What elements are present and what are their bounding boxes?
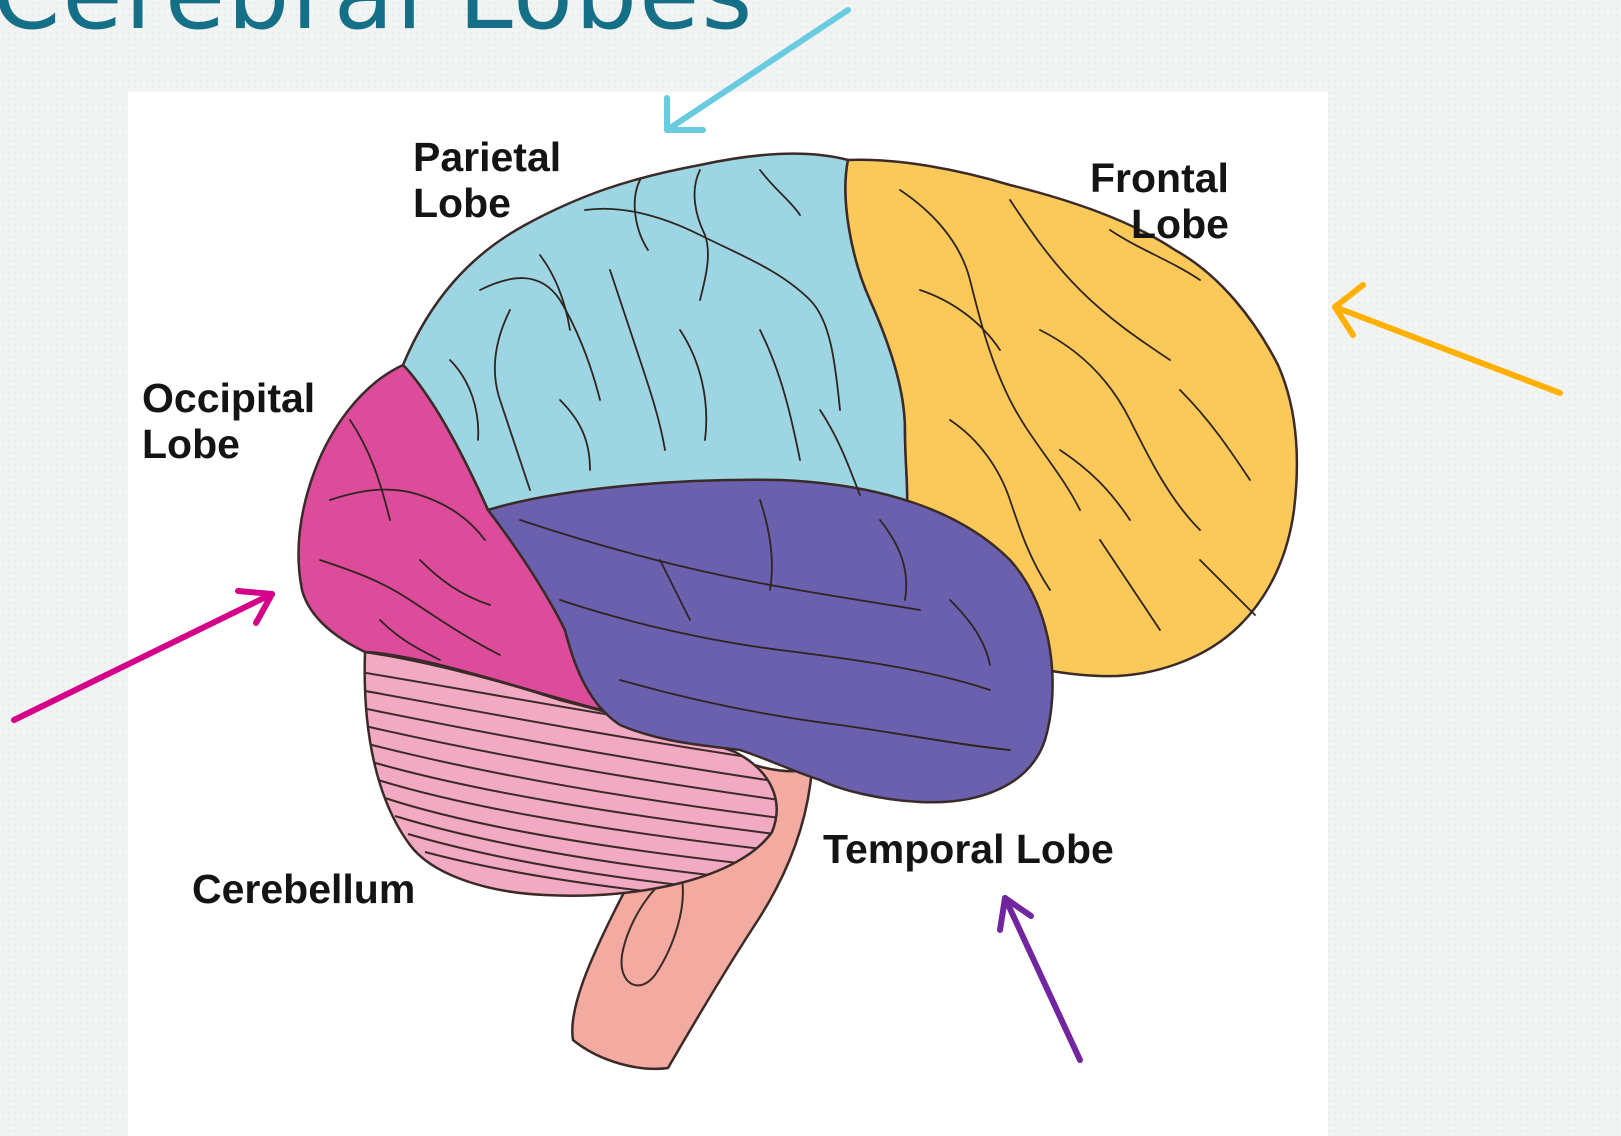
cerebellum-label: Cerebellum [192,866,415,912]
frontal-arrow [1335,285,1560,393]
frontal-label-line-2: Lobe [1090,201,1229,247]
occipital-arrow [14,591,272,720]
parietal-label-line-1: Parietal [413,134,561,180]
parietal-arrow [667,10,848,130]
temporal-arrow [1000,898,1080,1060]
frontal-label-line-1: Frontal [1090,155,1229,201]
frontal-lobe-label: Frontal Lobe [1090,155,1229,247]
occipital-label-line-2: Lobe [142,421,315,467]
parietal-label-line-2: Lobe [413,180,561,226]
parietal-lobe-label: Parietal Lobe [413,134,561,226]
temporal-lobe-label: Temporal Lobe [823,826,1114,872]
occipital-lobe-label: Occipital Lobe [142,375,315,467]
occipital-label-line-1: Occipital [142,375,315,421]
